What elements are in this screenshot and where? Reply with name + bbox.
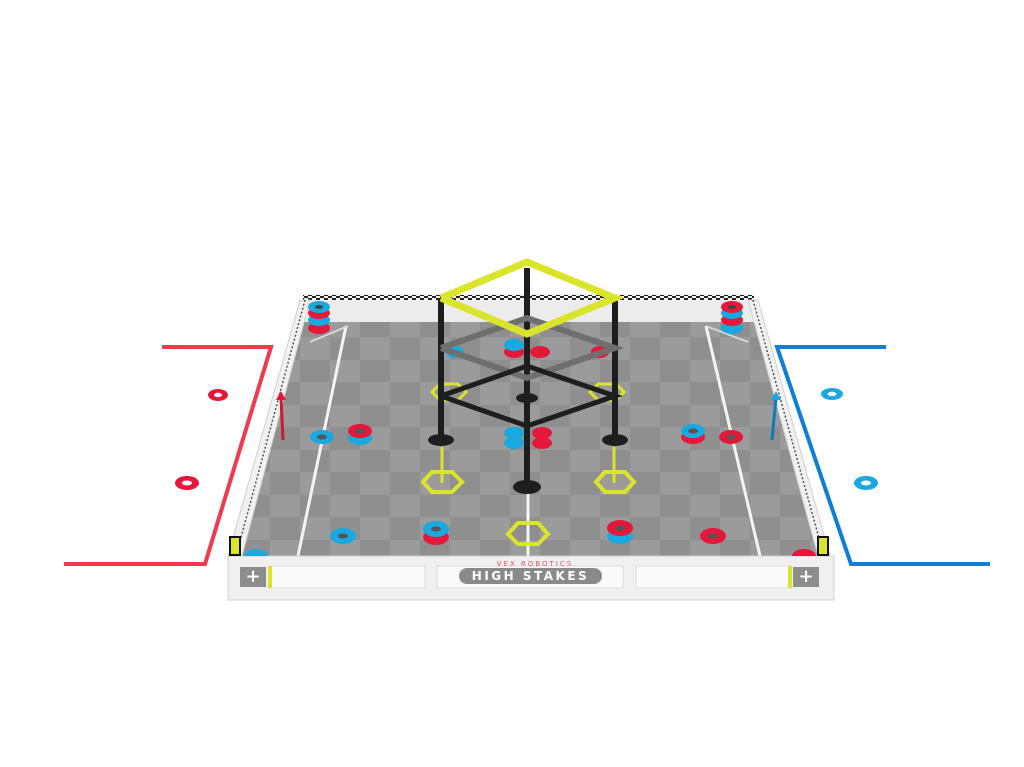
wall-stake-blue [770, 391, 781, 441]
field-rings [308, 301, 743, 545]
field [227, 294, 835, 601]
plus-icon: + [240, 567, 266, 587]
ladder-structure [428, 258, 628, 494]
game-title-label: HIGH STAKES [459, 568, 602, 584]
blue-alliance-zone [774, 345, 990, 566]
mobile-goal [505, 521, 551, 546]
ring-stack-back-left [308, 301, 330, 334]
brand-label: VEX ROBOTICS [496, 560, 574, 568]
mobile-goal [593, 470, 637, 494]
red-alliance-zone [64, 345, 274, 566]
mobile-goal [420, 470, 465, 494]
plus-icon: + [793, 567, 819, 587]
ring-stack-back-right [721, 301, 743, 334]
wall-stake-red [276, 391, 286, 441]
